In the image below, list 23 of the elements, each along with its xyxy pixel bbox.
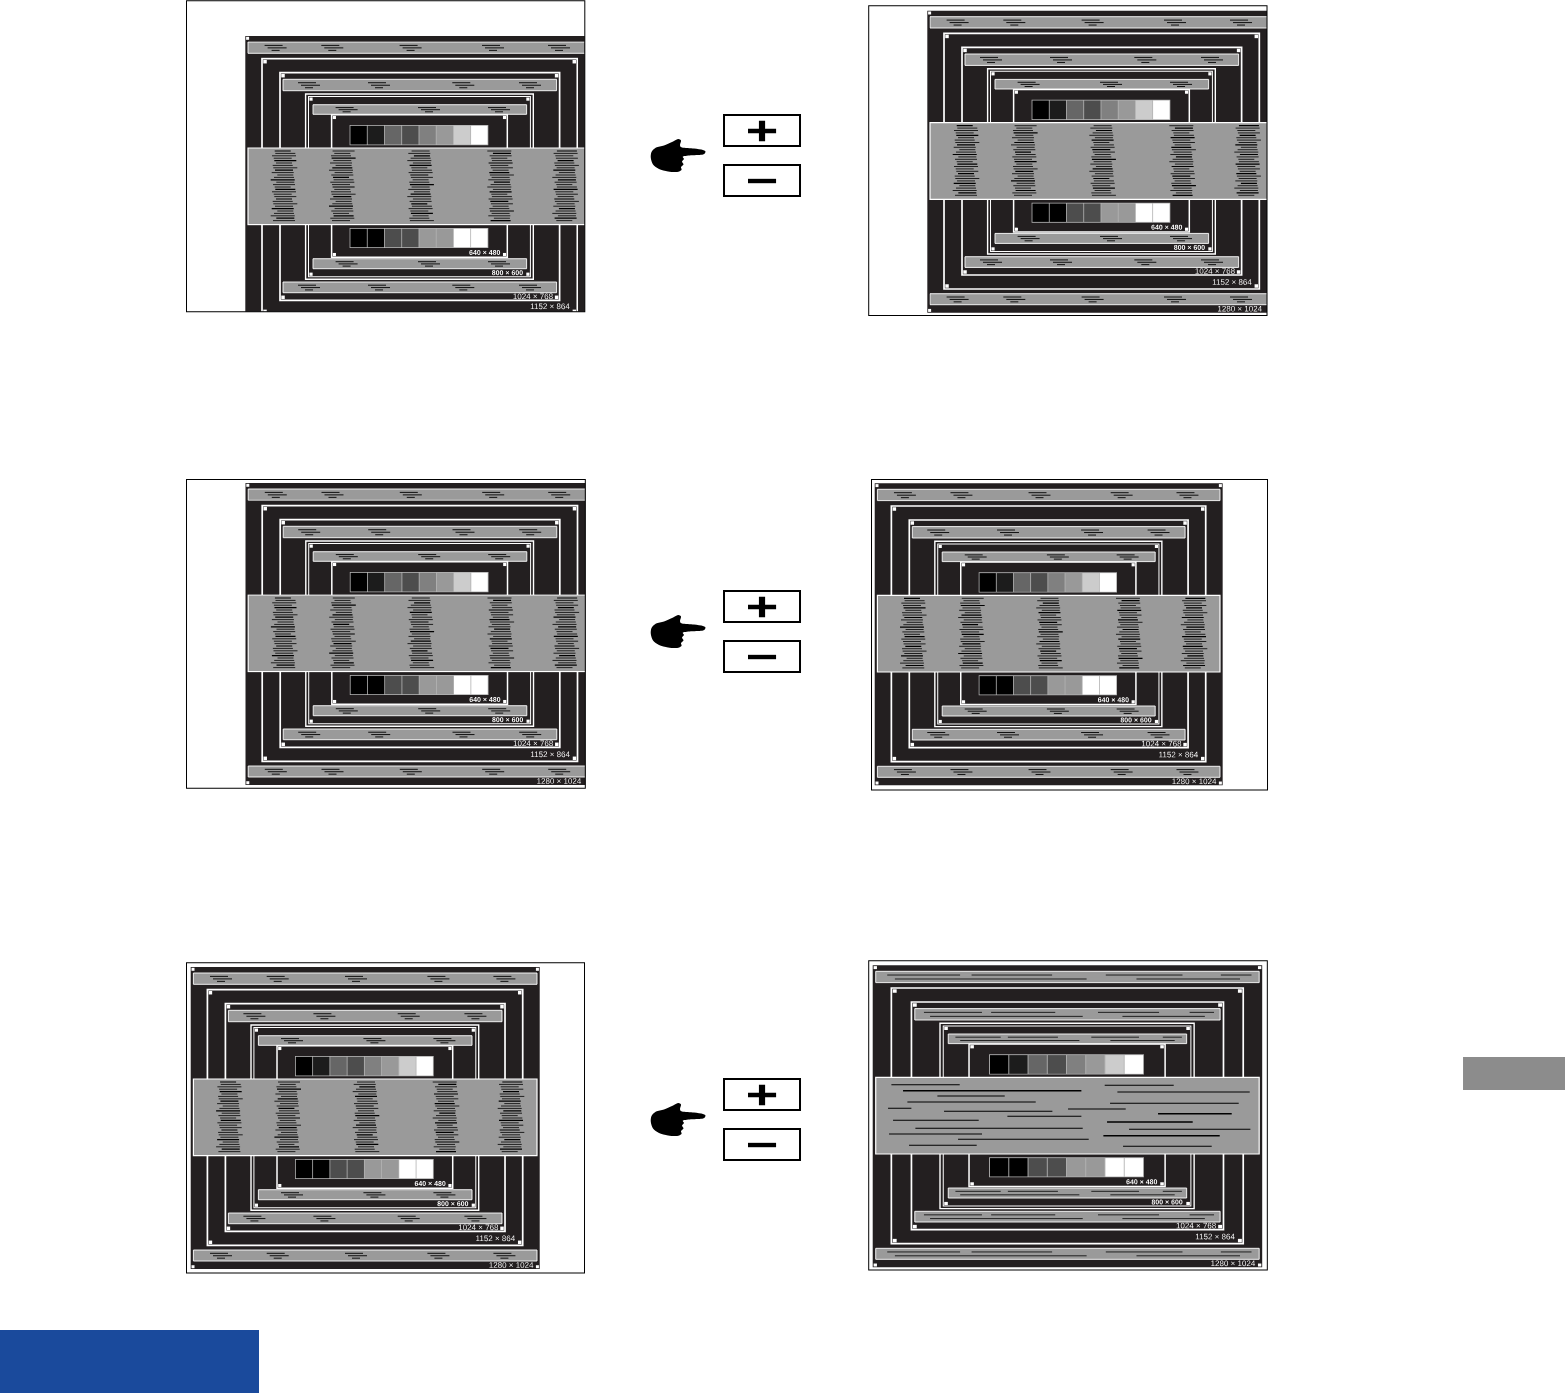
resolution-label: 1024 × 768: [458, 1224, 499, 1231]
resolution-label: 1280 × 1024: [1218, 305, 1262, 312]
resolution-label: 1024 × 768: [513, 740, 553, 747]
resolution-label: 1024 × 768: [1141, 740, 1182, 747]
minus-button: −: [723, 164, 801, 197]
resolution-label: 1280 × 1024: [1172, 778, 1217, 785]
minus-button: −: [723, 640, 801, 673]
resolution-label: 1280 × 1024: [489, 1262, 534, 1268]
resolution-label: 1280 × 1024: [537, 778, 582, 784]
resolution-label: 1152 × 864: [1159, 751, 1198, 758]
resolution-label: 1152 × 864: [476, 1235, 515, 1242]
resolution-label: 1152 × 864: [1195, 1233, 1235, 1240]
resolution-label: 1024 × 768: [513, 293, 553, 300]
resolution-label: 1024 × 768: [1195, 268, 1235, 274]
resolution-label: 1152 × 864: [530, 751, 570, 758]
resolution-label: 1152 × 864: [1212, 279, 1252, 285]
resolution-label: 1280 × 1024: [1211, 1260, 1256, 1267]
resolution-label: 1152 × 864: [530, 303, 570, 310]
plus-button: +: [723, 1078, 801, 1111]
resolution-label: 1024 × 768: [1176, 1222, 1216, 1229]
minus-button: −: [723, 1128, 801, 1161]
plus-button: +: [723, 590, 801, 623]
plus-button: +: [723, 114, 801, 147]
